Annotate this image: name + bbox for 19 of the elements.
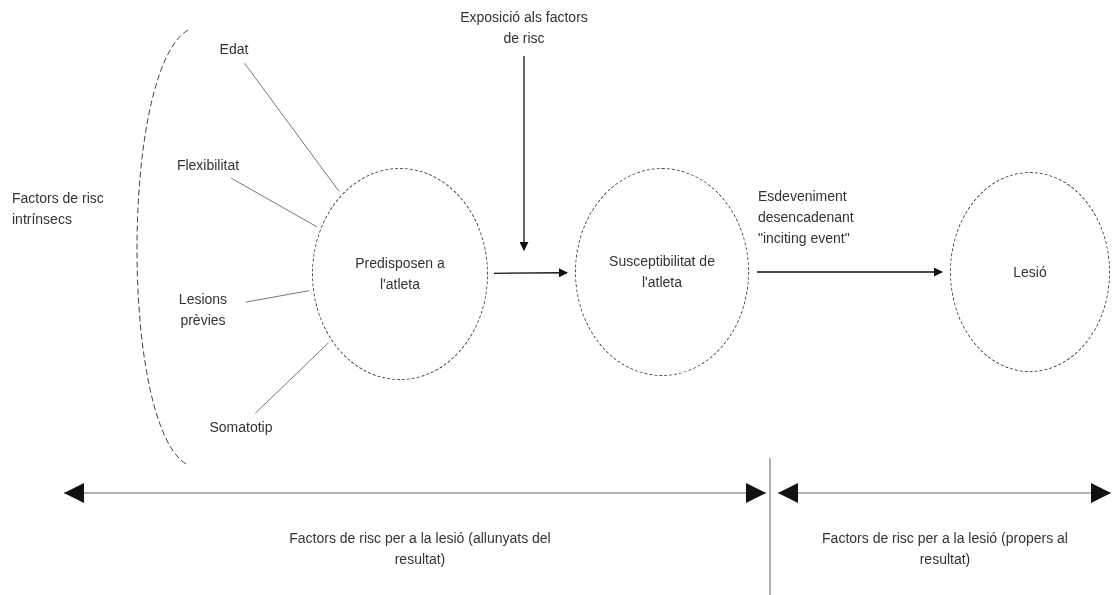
- node-text: Exposició als factors de risc: [460, 8, 588, 48]
- arrow: [519, 55, 529, 251]
- group-label: Factors de risc intrínsecs: [12, 189, 105, 229]
- connector-line: [254, 342, 329, 414]
- node-text: Edat: [219, 39, 249, 59]
- node-text: Susceptibilitat de l'atleta: [608, 252, 716, 292]
- node-text: Predisposen a l'atleta: [354, 254, 446, 294]
- edge-label: Esdeveniment desencadenant "inciting event": [758, 187, 855, 248]
- range-label: Factors de risc per a la lesió (allunyats del resultat): [288, 529, 552, 569]
- arrow: [493, 268, 568, 278]
- connector-line: [230, 177, 318, 228]
- node-text: Flexibilitat: [176, 155, 240, 175]
- node-text: Lesió: [1013, 262, 1047, 282]
- connector-line: [245, 290, 310, 303]
- node-text: Lesions prèvies: [177, 290, 229, 330]
- arrow: [756, 267, 943, 277]
- connector-line: [244, 62, 340, 192]
- range-label: Factors de risc per a la lesió (propers al resultat): [821, 529, 1069, 569]
- node-text: Somatotip: [209, 417, 273, 437]
